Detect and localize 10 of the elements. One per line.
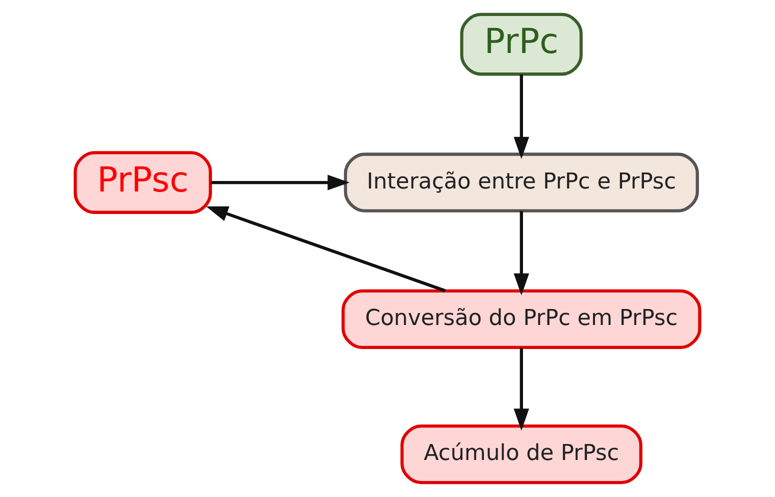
node-box: PrPsc [74, 151, 212, 214]
arrow [514, 348, 530, 431]
arrow [514, 74, 530, 159]
arrow [210, 174, 350, 190]
node-box: Acúmulo de PrPsc [400, 424, 642, 484]
node-box: PrPc [460, 12, 583, 76]
node-box: Conversão do PrPc em PrPsc [342, 289, 702, 350]
arrow [514, 211, 530, 296]
node-box: Interação entre PrPc e PrPsc [344, 152, 699, 212]
arrow [206, 206, 446, 292]
